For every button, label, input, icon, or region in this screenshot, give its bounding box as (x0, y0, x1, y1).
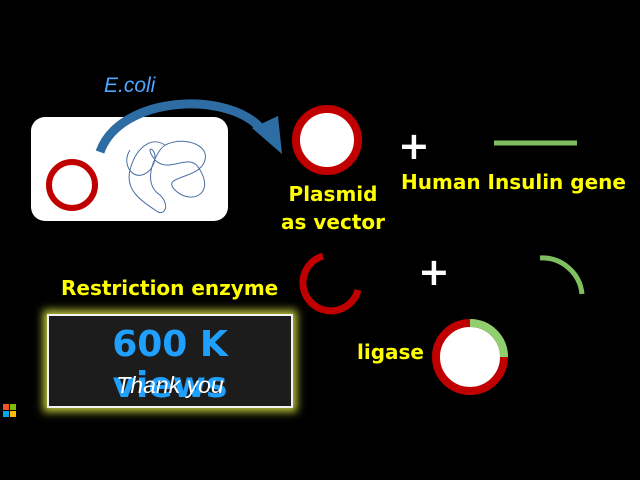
plasmid-label-line1: Plasmid (288, 182, 378, 206)
plasmid-vector-label: Plasmid as vector (276, 180, 390, 236)
chromosome-scribble (126, 140, 206, 214)
plus-sign: + (418, 250, 450, 294)
views-banner: 600 K views Thank you (47, 314, 293, 408)
insulin-gene-label: Human Insulin gene (401, 170, 626, 194)
extraction-arrow (95, 99, 266, 154)
views-count: 600 K views (112, 324, 228, 406)
plasmid-vector (292, 105, 362, 175)
windows-logo-icon (3, 404, 16, 417)
restriction-enzyme-label: Restriction enzyme (61, 276, 279, 300)
ligase-label: ligase (357, 340, 424, 364)
thank-you-text: Thank you (116, 372, 224, 398)
recombinant-gene-insert (469, 319, 508, 358)
plus-sign: + (398, 124, 430, 168)
extraction-arrowhead (252, 116, 282, 154)
plasmid-label-line2: as vector (281, 210, 385, 234)
ecoli-label: E.coli (104, 74, 156, 97)
cut-plasmid (299, 252, 362, 315)
gene-arc (539, 255, 585, 295)
cell-plasmid (46, 159, 98, 211)
